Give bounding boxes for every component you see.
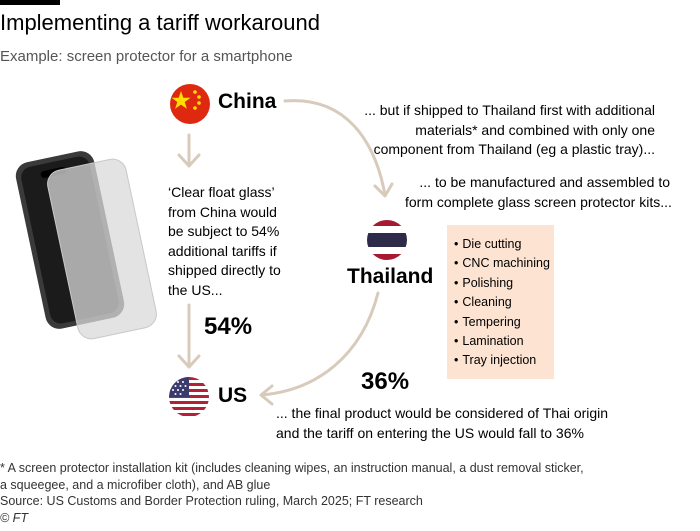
- step-item: Tray injection: [454, 351, 554, 370]
- tariff-via-thailand: 36%: [361, 368, 410, 395]
- note-line: ‘Clear float glass’: [168, 184, 275, 200]
- china-flag-star: [197, 101, 201, 105]
- step-item: CNC machining: [454, 254, 554, 273]
- china-flag-field: [170, 84, 210, 124]
- us-flag-stripe: [169, 413, 209, 416]
- label-thailand: Thailand: [347, 265, 434, 288]
- china-flag-star: [197, 95, 201, 99]
- footnotes: * A screen protector installation kit (i…: [0, 460, 700, 526]
- note-line: form complete glass screen protector kit…: [405, 193, 672, 210]
- note-line: ... the final product would be considere…: [276, 405, 609, 421]
- page-subtitle: Example: screen protector for a smartpho…: [0, 48, 293, 65]
- tariff-direct: 54%: [204, 313, 253, 340]
- us-flag-stripe: [169, 407, 209, 410]
- footnote-kit: a squeegee, and a microfiber cloth), and…: [0, 477, 271, 492]
- page-title: Implementing a tariff workaround: [0, 10, 320, 35]
- china-flag-star: [193, 106, 197, 110]
- note-line: materials* and combined with only one: [415, 121, 655, 138]
- label-china: China: [218, 90, 277, 113]
- us-flag-icon: [169, 377, 209, 417]
- manufacturing-steps-box: Die cutting CNC machining Polishing Clea…: [447, 225, 554, 379]
- arrow-china-to-us: [177, 303, 201, 369]
- note-line: ... but if shipped to Thailand first wit…: [364, 102, 655, 118]
- note-line: the US...: [168, 281, 223, 298]
- thailand-flag-icon: [367, 220, 407, 260]
- note-line: shipped directly to: [168, 262, 281, 278]
- brand-bar: [0, 0, 60, 5]
- note-line: be subject to 54%: [168, 223, 280, 239]
- step-item: Lamination: [454, 332, 554, 351]
- us-flag-stripe: [169, 401, 209, 404]
- china-flag-star: [193, 90, 197, 94]
- source-line: Source: US Customs and Border Protection…: [0, 494, 423, 508]
- china-flag-star: [171, 91, 191, 109]
- arrow-china-to-thailand: [283, 99, 394, 198]
- china-flag-icon: [170, 84, 210, 124]
- note-thailand-shipping: ... but if shipped to Thailand first wit…: [350, 101, 655, 160]
- label-us: US: [218, 384, 248, 407]
- arrow-thailand-to-us: [259, 291, 380, 406]
- screen-protector-icon: [47, 158, 157, 340]
- step-item: Cleaning: [454, 293, 554, 312]
- thailand-flag-stripe: [367, 233, 407, 247]
- step-item: Tempering: [454, 313, 554, 332]
- note-line: component from Thailand (eg a plastic tr…: [373, 141, 655, 157]
- note-line: additional tariffs if: [168, 242, 277, 259]
- manufacturing-steps-list: Die cutting CNC machining Polishing Clea…: [454, 235, 554, 371]
- note-line: from China would: [168, 203, 277, 220]
- step-item: Polishing: [454, 274, 554, 293]
- note-manufactured: ... to be manufactured and assembled to …: [405, 173, 672, 212]
- note-final-product: ... the final product would be considere…: [276, 404, 616, 443]
- footnote-kit: * A screen protector installation kit (i…: [0, 461, 584, 475]
- note-line: and the tariff on entering the US would …: [276, 424, 584, 441]
- copyright: © FT: [0, 510, 28, 525]
- arrow-china-down: [177, 133, 201, 168]
- note-line: ... to be manufactured and assembled to: [419, 174, 670, 190]
- step-item: Die cutting: [454, 235, 554, 254]
- thailand-flag-stripe: [367, 254, 407, 260]
- note-china-direct: ‘Clear float glass’ from China would be …: [168, 183, 298, 300]
- thailand-flag-stripe: [367, 220, 407, 226]
